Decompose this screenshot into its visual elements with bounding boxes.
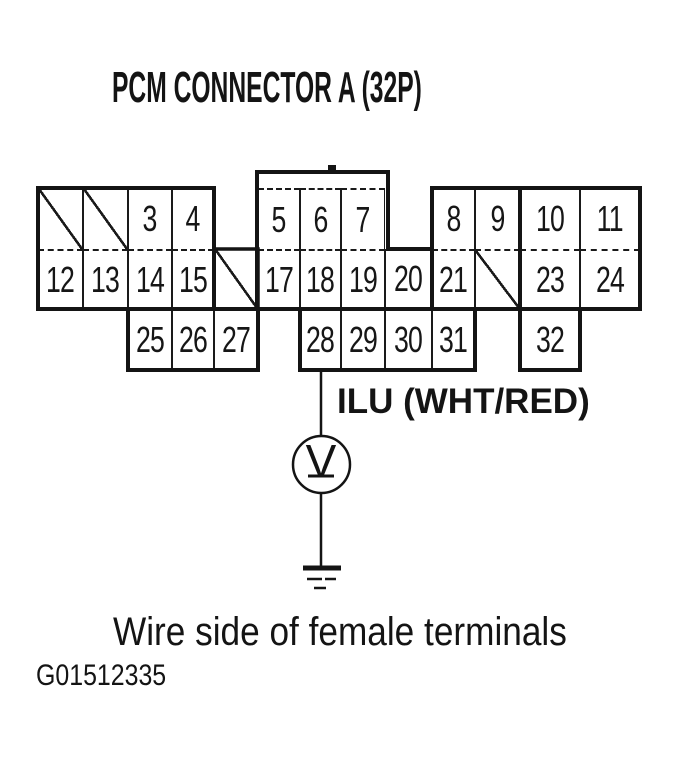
pin-cell-27: 27: [214, 309, 258, 370]
pin-cell-14: 14: [128, 249, 172, 309]
pin-number: 28: [306, 318, 335, 360]
pin-cell-15: 15: [172, 249, 214, 309]
pin-number: 26: [178, 318, 208, 360]
pin-cell-19: 19: [341, 249, 385, 309]
pin-number: 10: [535, 198, 565, 239]
pin-cell-13: 13: [83, 249, 128, 309]
pin-cell-6: 6: [300, 188, 341, 249]
pin-number: 4: [185, 198, 201, 239]
pin-number: 14: [135, 258, 165, 300]
pin-cell-11: 11: [580, 188, 640, 249]
pin-cell-20: 20: [385, 249, 432, 309]
pin-number: 3: [142, 198, 158, 239]
pin-cell-24: 24: [580, 249, 640, 309]
pin-number: 32: [535, 318, 565, 360]
pin-cell-5: 5: [258, 188, 300, 249]
pin-cell-17: 17: [258, 249, 300, 309]
pin-number: 11: [596, 198, 624, 239]
pin-number: 23: [535, 258, 565, 300]
pin-number: 13: [91, 258, 120, 300]
pin-cell-23: 23: [520, 249, 580, 309]
pin-number: 21: [439, 258, 468, 300]
blocked-cell-16: [214, 249, 258, 309]
pin-number: 30: [394, 318, 423, 360]
pin-cell-18: 18: [300, 249, 341, 309]
pin-cell-26: 26: [172, 309, 214, 370]
pin-cell-31: 31: [432, 309, 475, 370]
pin-cell-12: 12: [38, 249, 83, 309]
pin-cell-4: 4: [172, 188, 214, 249]
pin-number: 31: [439, 318, 468, 360]
pin-cell-9: 9: [475, 188, 520, 249]
pin-number: 7: [355, 198, 371, 240]
figure-id: G01512335: [36, 659, 167, 692]
caption: Wire side of female terminals: [113, 610, 567, 654]
pin-number: 20: [394, 257, 423, 299]
pin-cell-21: 21: [432, 249, 475, 309]
blocked-cell-1: [38, 188, 83, 249]
pin-number: 12: [46, 258, 75, 300]
pin-number: 24: [595, 258, 625, 300]
pin-cell-7: 7: [341, 188, 385, 249]
pin-number: 15: [178, 258, 208, 300]
blocked-cell-22: [475, 249, 520, 309]
pin-number: 29: [348, 318, 378, 360]
pin-cell-25: 25: [128, 309, 172, 370]
voltmeter-symbol: V: [306, 435, 337, 487]
pin-number: 17: [264, 258, 294, 300]
pin-number: 18: [306, 258, 335, 300]
pin-cell-3: 3: [128, 188, 172, 249]
diagram-title: PCM CONNECTOR A (32P): [112, 63, 422, 112]
pin-cell-28: 28: [300, 309, 341, 370]
pin-number: 9: [490, 198, 505, 239]
pin-number: 19: [348, 258, 378, 300]
pin-number: 25: [135, 318, 165, 360]
pin-cell-29: 29: [341, 309, 385, 370]
pin-cell-8: 8: [432, 188, 475, 249]
pin-number: 5: [271, 198, 287, 240]
pin-cell-30: 30: [385, 309, 432, 370]
pin-number: 27: [221, 318, 251, 360]
pin-cell-10: 10: [520, 188, 580, 249]
blocked-cell-2: [83, 188, 128, 249]
ground-icon: [303, 565, 341, 590]
voltmeter-icon: V: [291, 434, 352, 495]
pin-cell-32: 32: [520, 309, 580, 370]
pin-number: 8: [446, 198, 461, 239]
wire-label: ILU (WHT/RED): [337, 382, 590, 421]
connector-top-notch: [328, 165, 336, 171]
pin-number: 6: [313, 198, 328, 240]
